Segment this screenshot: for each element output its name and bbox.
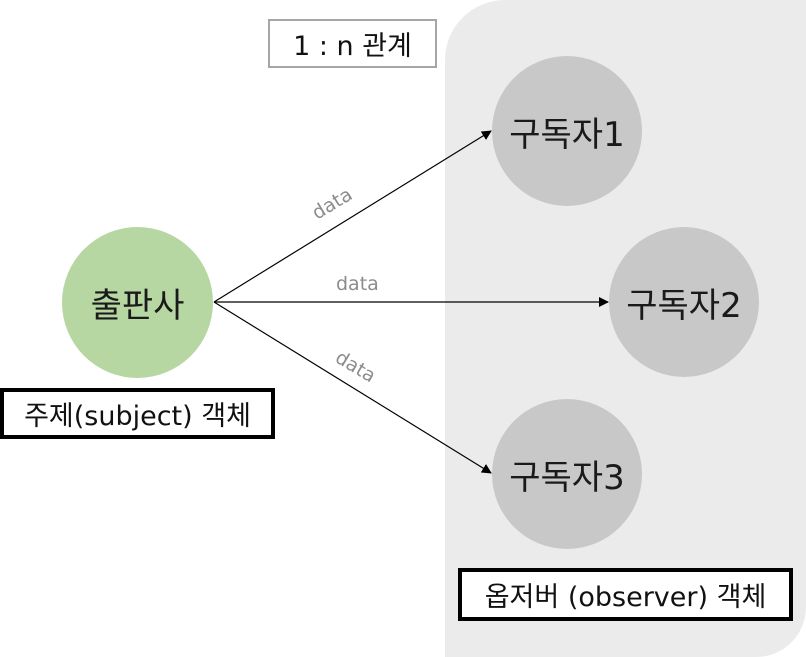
- edge-label-2: data: [336, 273, 379, 295]
- edge-label-3: data: [331, 346, 379, 387]
- subscriber-label-2: 구독자2: [626, 285, 742, 326]
- subscriber-node-2: 구독자2: [609, 227, 759, 377]
- observer-caption: 옵저버 (observer) 객체: [458, 568, 793, 621]
- subject-caption: 주제(subject) 객체: [0, 388, 275, 439]
- subscriber-node-3: 구독자3: [492, 399, 642, 549]
- relation-label: 1 : n 관계: [268, 19, 437, 68]
- edge-to-subscriber-3: [213, 301, 492, 474]
- edge-to-subscriber-1: [213, 130, 492, 303]
- subscriber-label-1: 구독자1: [509, 114, 625, 155]
- subscriber-label-3: 구독자3: [509, 457, 625, 498]
- publisher-node: 출판사: [62, 227, 213, 378]
- subscriber-node-1: 구독자1: [492, 56, 642, 206]
- publisher-label: 출판사: [90, 286, 185, 326]
